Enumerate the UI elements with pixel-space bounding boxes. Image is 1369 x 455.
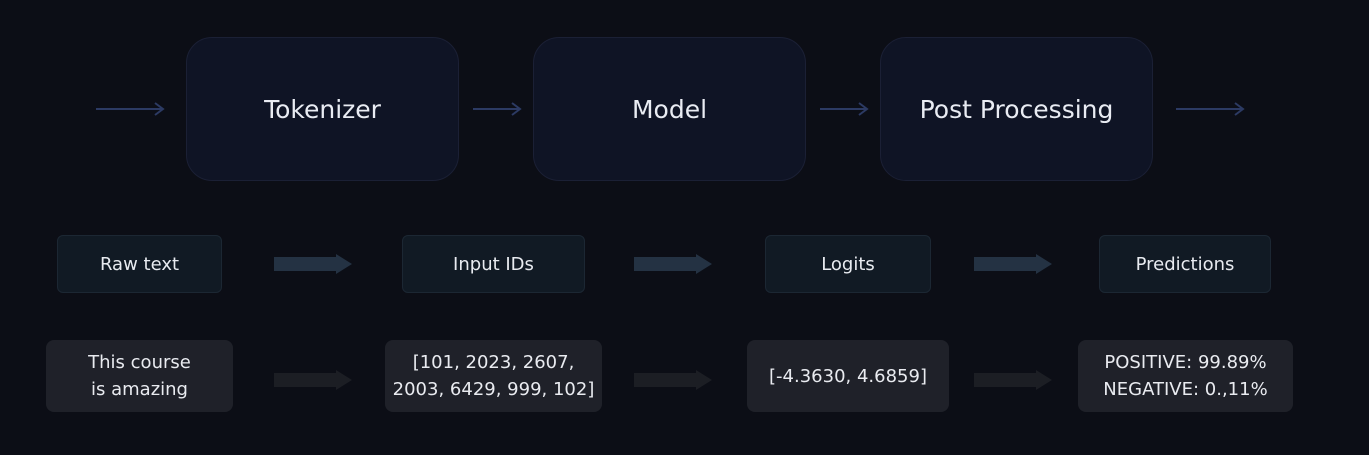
model-stage-label: Model	[631, 94, 708, 124]
raw-text-to-input-ids-arrow-icon	[274, 254, 352, 274]
post-processing-stage: Post Processing	[880, 37, 1153, 181]
predictions-example: POSITIVE: 99.89% NEGATIVE: 0.,11%	[1078, 340, 1293, 412]
input-arrow-icon	[96, 102, 165, 116]
logits-label: Logits	[821, 253, 875, 275]
raw-text-example: This course is amazing	[46, 340, 233, 412]
input-ids-to-logits-arrow-icon	[634, 254, 712, 274]
example-arrow-1-icon	[274, 370, 352, 390]
model-to-postprocessing-arrow-icon	[820, 102, 869, 116]
post-processing-stage-label: Post Processing	[919, 94, 1114, 124]
raw-text-example-value: This course is amazing	[88, 352, 191, 400]
logits-box: Logits	[765, 235, 931, 293]
output-arrow-icon	[1176, 102, 1245, 116]
tokenizer-stage-label: Tokenizer	[264, 94, 381, 124]
predictions-example-value: POSITIVE: 99.89% NEGATIVE: 0.,11%	[1103, 352, 1268, 400]
raw-text-box: Raw text	[57, 235, 222, 293]
predictions-box: Predictions	[1099, 235, 1271, 293]
example-arrow-3-icon	[974, 370, 1052, 390]
predictions-label: Predictions	[1135, 253, 1235, 275]
logits-example-value: [-4.3630, 4.6859]	[769, 365, 927, 387]
logits-example: [-4.3630, 4.6859]	[747, 340, 949, 412]
model-stage: Model	[533, 37, 806, 181]
raw-text-label: Raw text	[99, 253, 180, 275]
input-ids-example-value: [101, 2023, 2607, 2003, 6429, 999, 102]	[392, 352, 595, 400]
example-arrow-2-icon	[634, 370, 712, 390]
input-ids-box: Input IDs	[402, 235, 585, 293]
input-ids-label: Input IDs	[453, 253, 534, 275]
logits-to-predictions-arrow-icon	[974, 254, 1052, 274]
tokenizer-to-model-arrow-icon	[473, 102, 522, 116]
input-ids-example: [101, 2023, 2607, 2003, 6429, 999, 102]	[385, 340, 602, 412]
tokenizer-stage: Tokenizer	[186, 37, 459, 181]
